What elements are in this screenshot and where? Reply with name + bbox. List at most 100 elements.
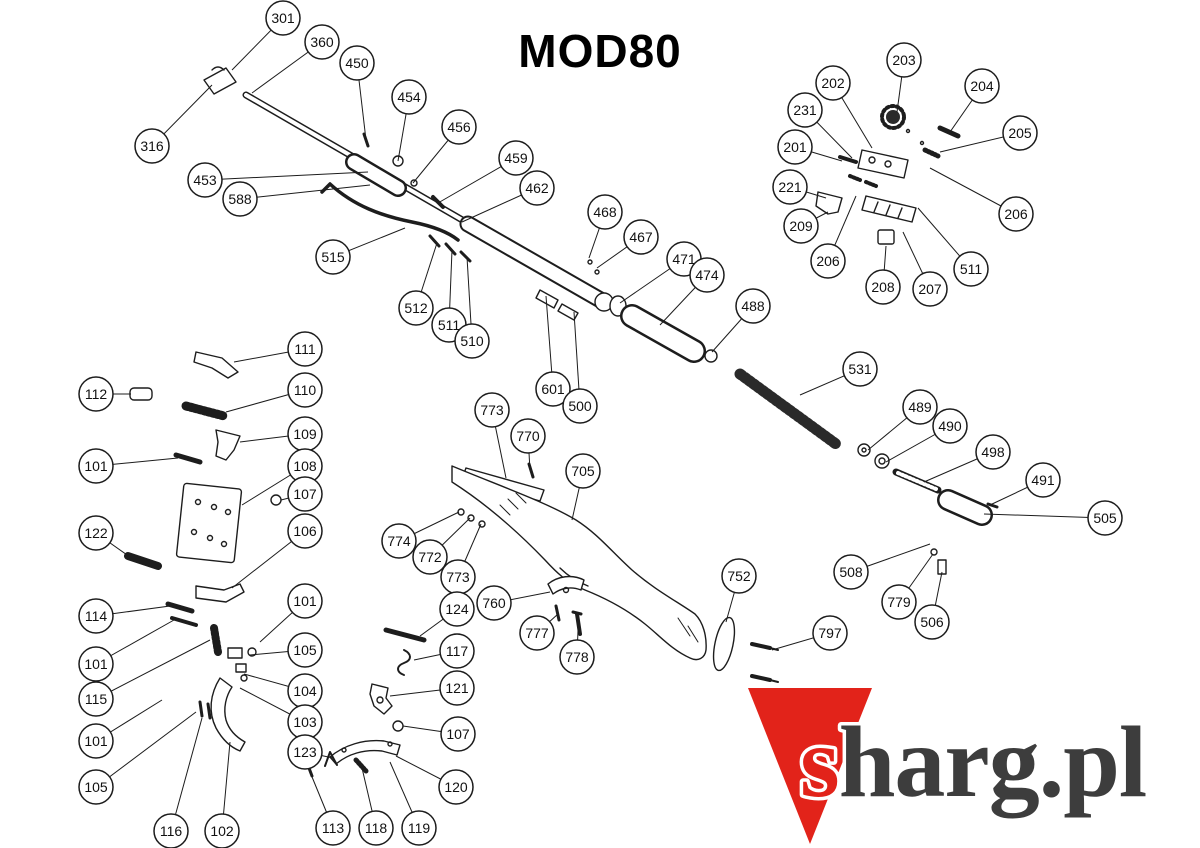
part-callout-752: 752 [721, 558, 757, 594]
part-number: 360 [310, 34, 334, 50]
part-number: 106 [293, 523, 317, 539]
part-number: 112 [85, 386, 108, 402]
part-number: 467 [629, 229, 653, 245]
part-number: 531 [848, 361, 872, 377]
part-callout-101: 101 [78, 448, 114, 484]
part-callout-110: 110 [287, 372, 323, 408]
part-number: 117 [446, 643, 469, 659]
part-callout-102: 102 [204, 813, 240, 848]
part-number: 510 [460, 333, 484, 349]
cocking-lever-art [320, 182, 460, 242]
part-number: 777 [525, 625, 549, 641]
part-callout-316: 316 [134, 128, 170, 164]
trigger-unit-art [124, 351, 282, 752]
stock-art [451, 465, 707, 661]
part-number: 101 [84, 458, 108, 474]
part-callout-508: 508 [833, 554, 869, 590]
part-callout-121: 121 [439, 670, 475, 706]
part-callout-467: 467 [623, 219, 659, 255]
part-callout-106: 106 [287, 513, 323, 549]
part-number: 462 [525, 180, 549, 196]
part-callout-116: 116 [153, 813, 189, 848]
part-callout-101: 101 [78, 723, 114, 759]
part-number: 118 [365, 820, 388, 836]
part-number: 490 [938, 418, 962, 434]
part-callout-203: 203 [886, 42, 922, 78]
part-callout-107: 107 [440, 716, 476, 752]
part-number: 105 [84, 779, 108, 795]
part-number: 206 [1004, 206, 1028, 222]
logo-triangle-icon [748, 688, 872, 844]
part-callout-505: 505 [1087, 500, 1123, 536]
part-callout-115: 115 [78, 681, 114, 717]
part-callout-117: 117 [439, 633, 475, 669]
part-number: 511 [960, 261, 983, 277]
part-callout-122: 122 [78, 515, 114, 551]
part-number: 468 [593, 204, 617, 220]
part-callout-101: 101 [287, 583, 323, 619]
part-callout-231: 231 [787, 92, 823, 128]
part-number: 453 [193, 172, 217, 188]
part-number: 456 [447, 119, 471, 135]
callout-layer: 3013604504544564594624684673164535885155… [78, 0, 1123, 848]
diagram-art [124, 66, 999, 778]
part-number: 488 [741, 298, 765, 314]
part-callout-107: 107 [287, 476, 323, 512]
part-number: 115 [85, 691, 108, 707]
part-number: 205 [1008, 125, 1032, 141]
part-callout-510: 510 [454, 323, 490, 359]
part-number: 508 [839, 564, 863, 580]
sharg-logo: sharg.pl [748, 688, 1151, 844]
part-callout-209: 209 [783, 208, 819, 244]
mainspring-art [734, 368, 842, 450]
part-callout-205: 205 [1002, 115, 1038, 151]
part-number: 588 [228, 191, 252, 207]
part-number: 506 [920, 614, 944, 630]
leader-line [95, 711, 197, 788]
part-number: 500 [568, 398, 592, 414]
muzzle-parts-art [609, 295, 718, 363]
part-number: 471 [672, 251, 696, 267]
part-callout-105: 105 [78, 769, 114, 805]
part-number: 474 [695, 267, 719, 283]
part-number: 772 [418, 549, 442, 565]
part-callout-512: 512 [398, 290, 434, 326]
trigger-guard-art [304, 627, 427, 778]
front-sight-art [203, 66, 237, 95]
part-number: 201 [783, 139, 807, 155]
part-number: 779 [887, 594, 911, 610]
part-number: 221 [778, 179, 802, 195]
receiver-art [459, 215, 614, 321]
part-callout-453: 453 [187, 162, 223, 198]
cocking-shoe-art [547, 575, 585, 636]
part-callout-462: 462 [519, 170, 555, 206]
part-number: 101 [293, 593, 317, 609]
logo-text: sharg.pl [800, 706, 1146, 819]
part-number: 209 [789, 218, 813, 234]
part-callout-112: 112 [78, 376, 114, 412]
part-callout-500: 500 [562, 388, 598, 424]
logo-text-dark: harg.pl [839, 706, 1147, 819]
part-callout-208: 208 [865, 269, 901, 305]
part-number: 752 [727, 568, 751, 584]
part-number: 122 [84, 525, 108, 541]
part-callout-468: 468 [587, 194, 623, 230]
part-callout-124: 124 [439, 591, 475, 627]
part-number: 108 [293, 458, 317, 474]
part-callout-511: 511 [953, 251, 989, 287]
part-callout-498: 498 [975, 434, 1011, 470]
part-callout-450: 450 [339, 45, 375, 81]
part-number: 101 [84, 656, 108, 672]
part-callout-118: 118 [358, 810, 394, 846]
part-number: 459 [504, 150, 528, 166]
part-number: 207 [918, 281, 942, 297]
part-number: 489 [908, 399, 932, 415]
leader-line [239, 184, 371, 200]
part-number: 102 [210, 823, 234, 839]
part-callout-515: 515 [315, 239, 351, 275]
part-callout-101: 101 [78, 646, 114, 682]
part-callout-488: 488 [735, 288, 771, 324]
part-callout-301: 301 [265, 0, 301, 36]
part-number: 111 [294, 341, 315, 357]
part-number: 116 [160, 823, 183, 839]
